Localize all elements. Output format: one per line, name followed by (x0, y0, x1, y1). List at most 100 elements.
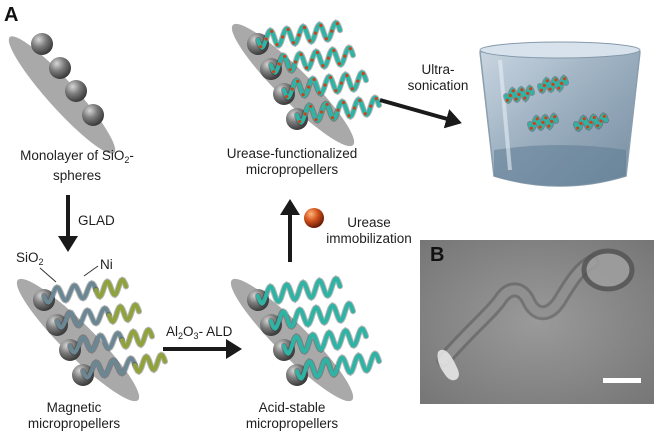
label-ultra-line2: sonication (407, 78, 469, 93)
urease-dot (596, 124, 600, 128)
urease-dot (309, 104, 313, 108)
label-monolayer: Monolayer of SiO2- spheres (2, 148, 152, 184)
alumina-helix (281, 325, 369, 357)
urease-dot (319, 23, 323, 28)
urease-dot (348, 47, 352, 51)
urease-dot (535, 117, 539, 121)
urease-dot (517, 92, 521, 96)
urease-dot (356, 79, 360, 83)
urease-dot (272, 70, 276, 74)
urease-dot (315, 50, 320, 55)
label-magnetic-line1: Magnetic (46, 400, 102, 415)
silica-helix (41, 280, 99, 306)
urease-dot (529, 126, 534, 130)
urease-dot (345, 73, 349, 78)
urease-dot (294, 60, 298, 64)
urease-dot (554, 78, 558, 82)
label-urease-func-line1: Urease-functionalized (226, 146, 358, 161)
urease-dot (589, 120, 593, 124)
urease-dot (335, 22, 339, 26)
urease-dot (343, 54, 347, 58)
urease-dot (511, 89, 515, 93)
sio2-pointer (39, 267, 57, 283)
urease-dot (310, 58, 314, 62)
urease-dot (330, 29, 334, 33)
label-ni: Ni (100, 257, 113, 272)
urease-dot (550, 119, 554, 123)
label-ald-al: Al (166, 324, 179, 339)
panel-label-b: B (430, 244, 445, 266)
urease-helix (294, 94, 382, 126)
urease-dot (551, 82, 555, 86)
nickel-helix (93, 276, 129, 301)
urease-dot (547, 124, 551, 128)
urease-dot (301, 93, 305, 97)
urease-dot (299, 52, 303, 57)
urease-dot (602, 114, 606, 118)
urease-dot (514, 97, 518, 101)
label-ald: Al2O3- ALD (166, 324, 232, 344)
label-ald-suffix: - ALD (198, 324, 233, 339)
silica-helix (54, 305, 112, 331)
urease-helix (281, 69, 369, 101)
free-helix (503, 84, 535, 105)
label-magnetic: Magnetic micropropellers (14, 400, 134, 432)
urease-dot (369, 104, 373, 108)
urease-dot (296, 79, 300, 83)
label-acid-line2: micropropellers (245, 416, 339, 431)
urease-dot (339, 81, 343, 85)
urease-dot (324, 37, 328, 41)
urease-dot (336, 108, 340, 112)
monolayer-illustration (8, 33, 116, 154)
silica-helix (67, 330, 125, 356)
urease-dot (313, 31, 317, 35)
urease-dot (539, 88, 544, 92)
label-ultra-line1: Ultra- (421, 62, 455, 77)
label-glad: GLAD (78, 213, 115, 228)
urease-dot (304, 66, 309, 70)
urease-dot (307, 85, 311, 89)
urease-dot (321, 64, 325, 68)
urease-dot (323, 83, 327, 87)
label-urease-immobilization: Urease immobilization (316, 215, 422, 247)
beaker-liquid (494, 145, 626, 186)
urease-dot (352, 106, 356, 110)
urease-dot (285, 95, 289, 99)
arrow-ultrasonication (379, 98, 462, 129)
urease-dot (341, 100, 346, 105)
urease-dot (347, 114, 351, 118)
urease-dot (264, 37, 268, 41)
urease-dot (529, 87, 533, 91)
beaker-rim (479, 41, 641, 59)
urease-dot (358, 98, 362, 103)
urease-dot (374, 97, 378, 101)
urease-dot (275, 43, 279, 47)
urease-dot (281, 35, 285, 39)
free-helix (573, 112, 609, 133)
urease-dot (325, 102, 329, 107)
urease-dot (330, 116, 335, 120)
label-acid-stable: Acid-stable micropropellers (232, 400, 352, 432)
urease-dot (541, 120, 545, 124)
urease-dot (542, 83, 546, 88)
enzyme-sphere-icon (304, 208, 324, 228)
urease-dot (363, 112, 367, 116)
label-monolayer-subscript: 2 (124, 155, 130, 165)
label-acid-line1: Acid-stable (258, 400, 326, 415)
free-helix (537, 74, 569, 95)
label-sio2: SiO2 (16, 250, 44, 270)
label-monolayer-dash: - (129, 148, 134, 163)
silica-sphere (65, 80, 87, 102)
urease-dot (326, 56, 330, 60)
urease-dot (286, 27, 290, 32)
silica-sphere (31, 33, 53, 55)
urease-dot (297, 33, 301, 37)
urease-helix (255, 19, 343, 51)
label-spheres: spheres (52, 168, 102, 183)
alumina-helix (294, 350, 382, 382)
urease-dot (599, 119, 603, 123)
urease-dot (298, 120, 302, 124)
label-sio2-text: SiO (16, 250, 39, 265)
label-urease-functionalized: Urease-functionalized micropropellers (204, 146, 380, 178)
